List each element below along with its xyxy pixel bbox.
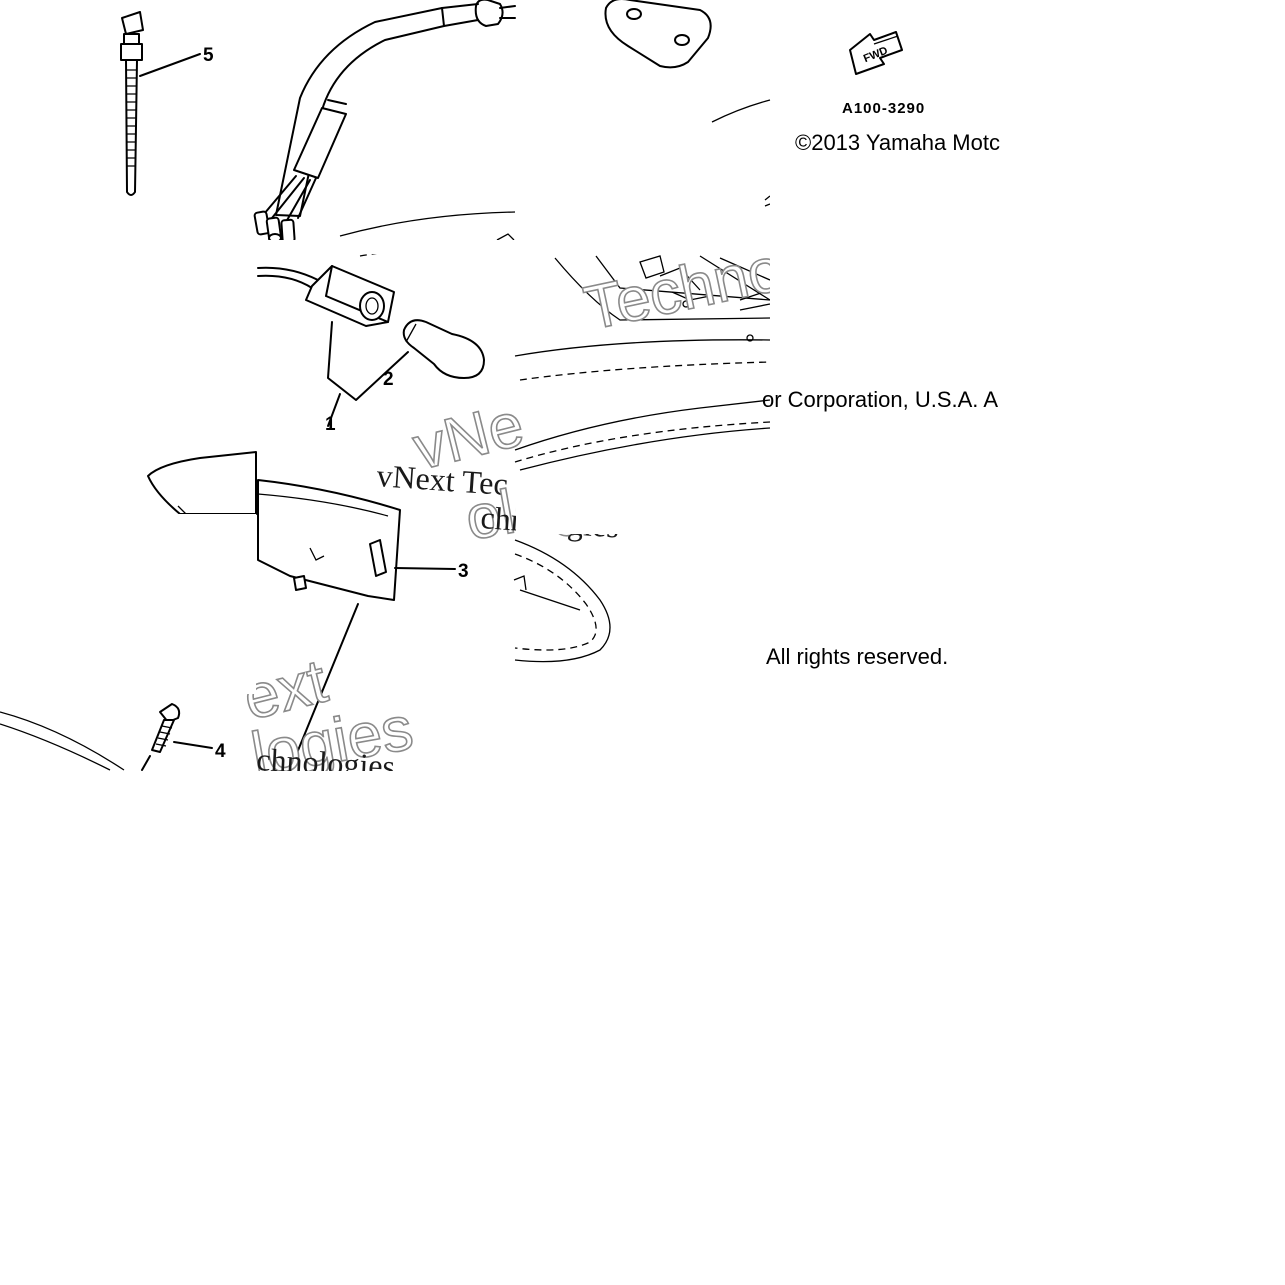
fwd-arrow-icon bbox=[849, 31, 903, 75]
lens-cover-part bbox=[147, 451, 401, 601]
callout-3: 3 bbox=[458, 561, 469, 582]
callout-1: 1 bbox=[325, 414, 336, 435]
drawing-code: A100-3290 bbox=[842, 100, 925, 117]
hull-outline bbox=[0, 99, 771, 771]
mounting-plate-part bbox=[604, 0, 712, 69]
copyright-line-1: ©2013 Yamaha Motc bbox=[795, 130, 1000, 155]
callout-5: 5 bbox=[203, 45, 214, 66]
rear-bracket-detail bbox=[554, 255, 771, 342]
copyright-line-2: or Corporation, U.S.A. A bbox=[762, 387, 998, 412]
lamp-socket-part bbox=[257, 265, 395, 327]
callout-4: 4 bbox=[215, 741, 226, 762]
callout-2: 2 bbox=[383, 369, 394, 390]
screw-part bbox=[151, 703, 181, 753]
bulb-part bbox=[402, 319, 485, 379]
copyright-line-3: All rights reserved. bbox=[766, 644, 948, 669]
cable-tie-part bbox=[120, 11, 201, 196]
wire-harness-part bbox=[253, 0, 516, 244]
leader-lines bbox=[327, 321, 409, 401]
